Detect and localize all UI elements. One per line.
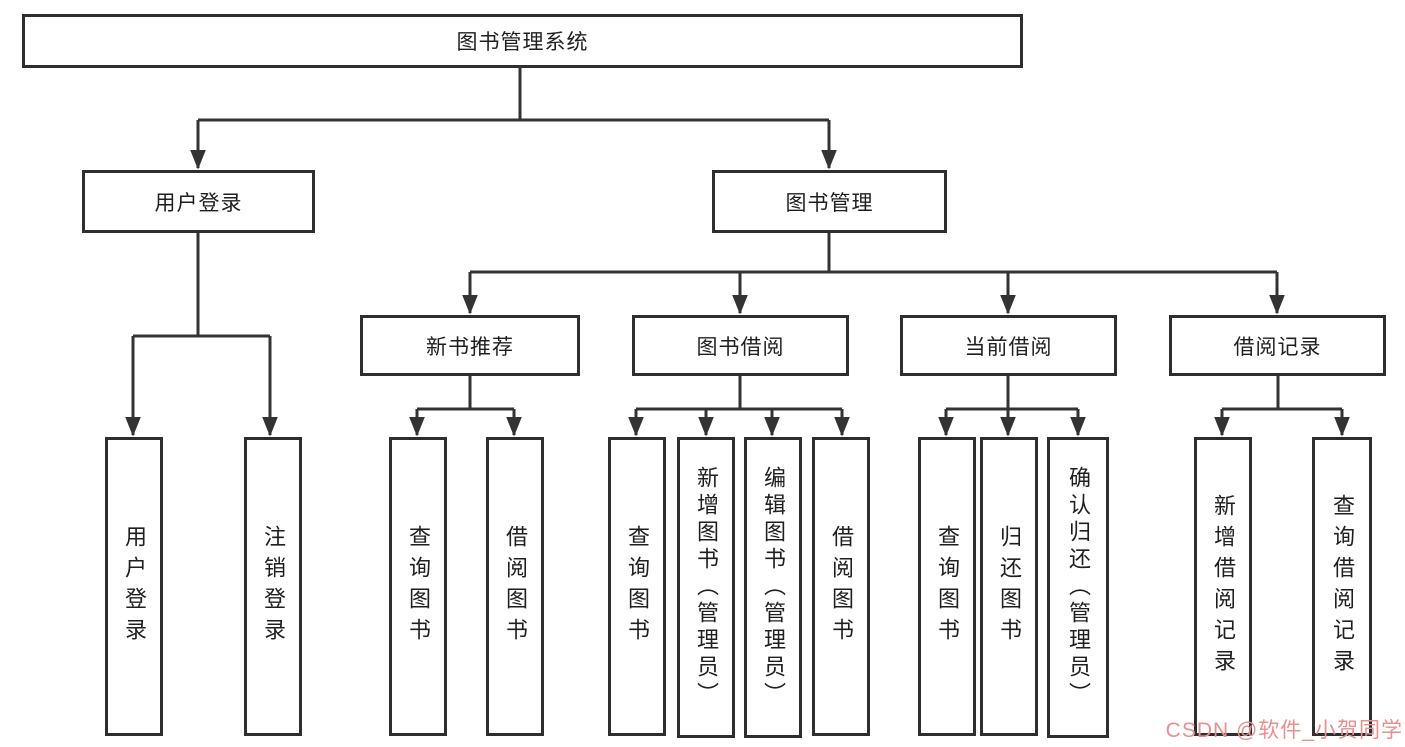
leaf-confirm-return-admin: 确认归还（管理员） xyxy=(1047,437,1109,738)
node-label: 新书推荐 xyxy=(426,335,514,359)
leaf-return-books: 归还图书 xyxy=(980,437,1038,736)
leaf-borrow-books-2: 借阅图书 xyxy=(812,437,870,736)
node-label: 查询图书 xyxy=(935,524,960,649)
node-label: 新增借阅记录 xyxy=(1211,493,1236,680)
node-label: 图书管理 xyxy=(785,191,874,215)
node-book-borrow: 图书借阅 xyxy=(632,315,849,376)
node-label: 用户登录 xyxy=(122,524,147,649)
node-new-book-recommend: 新书推荐 xyxy=(360,315,580,376)
node-label: 借阅记录 xyxy=(1233,335,1322,359)
leaf-add-borrow-record: 新增借阅记录 xyxy=(1194,437,1252,736)
node-current-borrow: 当前借阅 xyxy=(900,315,1117,376)
node-label: 图书管理系统 xyxy=(456,31,589,54)
leaf-borrow-books-1: 借阅图书 xyxy=(486,437,544,736)
leaf-add-books-admin: 新增图书（管理员） xyxy=(677,437,735,738)
node-label: 注销登录 xyxy=(261,524,286,649)
csdn-watermark: CSDN @软件_小贺同学 xyxy=(1165,719,1403,742)
node-label: 图书借阅 xyxy=(696,335,785,359)
node-label: 用户登录 xyxy=(154,191,243,215)
node-label: 确认归还（管理员） xyxy=(1066,466,1091,709)
node-label: 借阅图书 xyxy=(829,524,854,649)
node-label: 查询图书 xyxy=(406,524,431,649)
leaf-query-books-1: 查询图书 xyxy=(389,437,447,736)
leaf-query-books-3: 查询图书 xyxy=(918,437,976,736)
node-user-login: 用户登录 xyxy=(82,170,315,233)
node-borrow-records: 借阅记录 xyxy=(1169,315,1386,376)
node-label: 查询借阅记录 xyxy=(1330,493,1355,680)
node-label: 借阅图书 xyxy=(503,524,528,649)
leaf-query-borrow-record: 查询借阅记录 xyxy=(1312,437,1372,736)
node-label: 查询图书 xyxy=(625,524,650,649)
node-book-management: 图书管理 xyxy=(712,170,947,233)
leaf-query-books-2: 查询图书 xyxy=(608,437,666,736)
node-label: 归还图书 xyxy=(997,524,1022,649)
leaf-edit-books-admin: 编辑图书（管理员） xyxy=(744,437,802,738)
node-label: 新增图书（管理员） xyxy=(694,466,719,709)
node-label: 当前借阅 xyxy=(964,335,1053,359)
leaf-logout: 注销登录 xyxy=(244,437,302,736)
node-label: 编辑图书（管理员） xyxy=(761,466,786,709)
leaf-user-login: 用户登录 xyxy=(105,437,163,736)
node-library-management-system: 图书管理系统 xyxy=(22,14,1023,68)
